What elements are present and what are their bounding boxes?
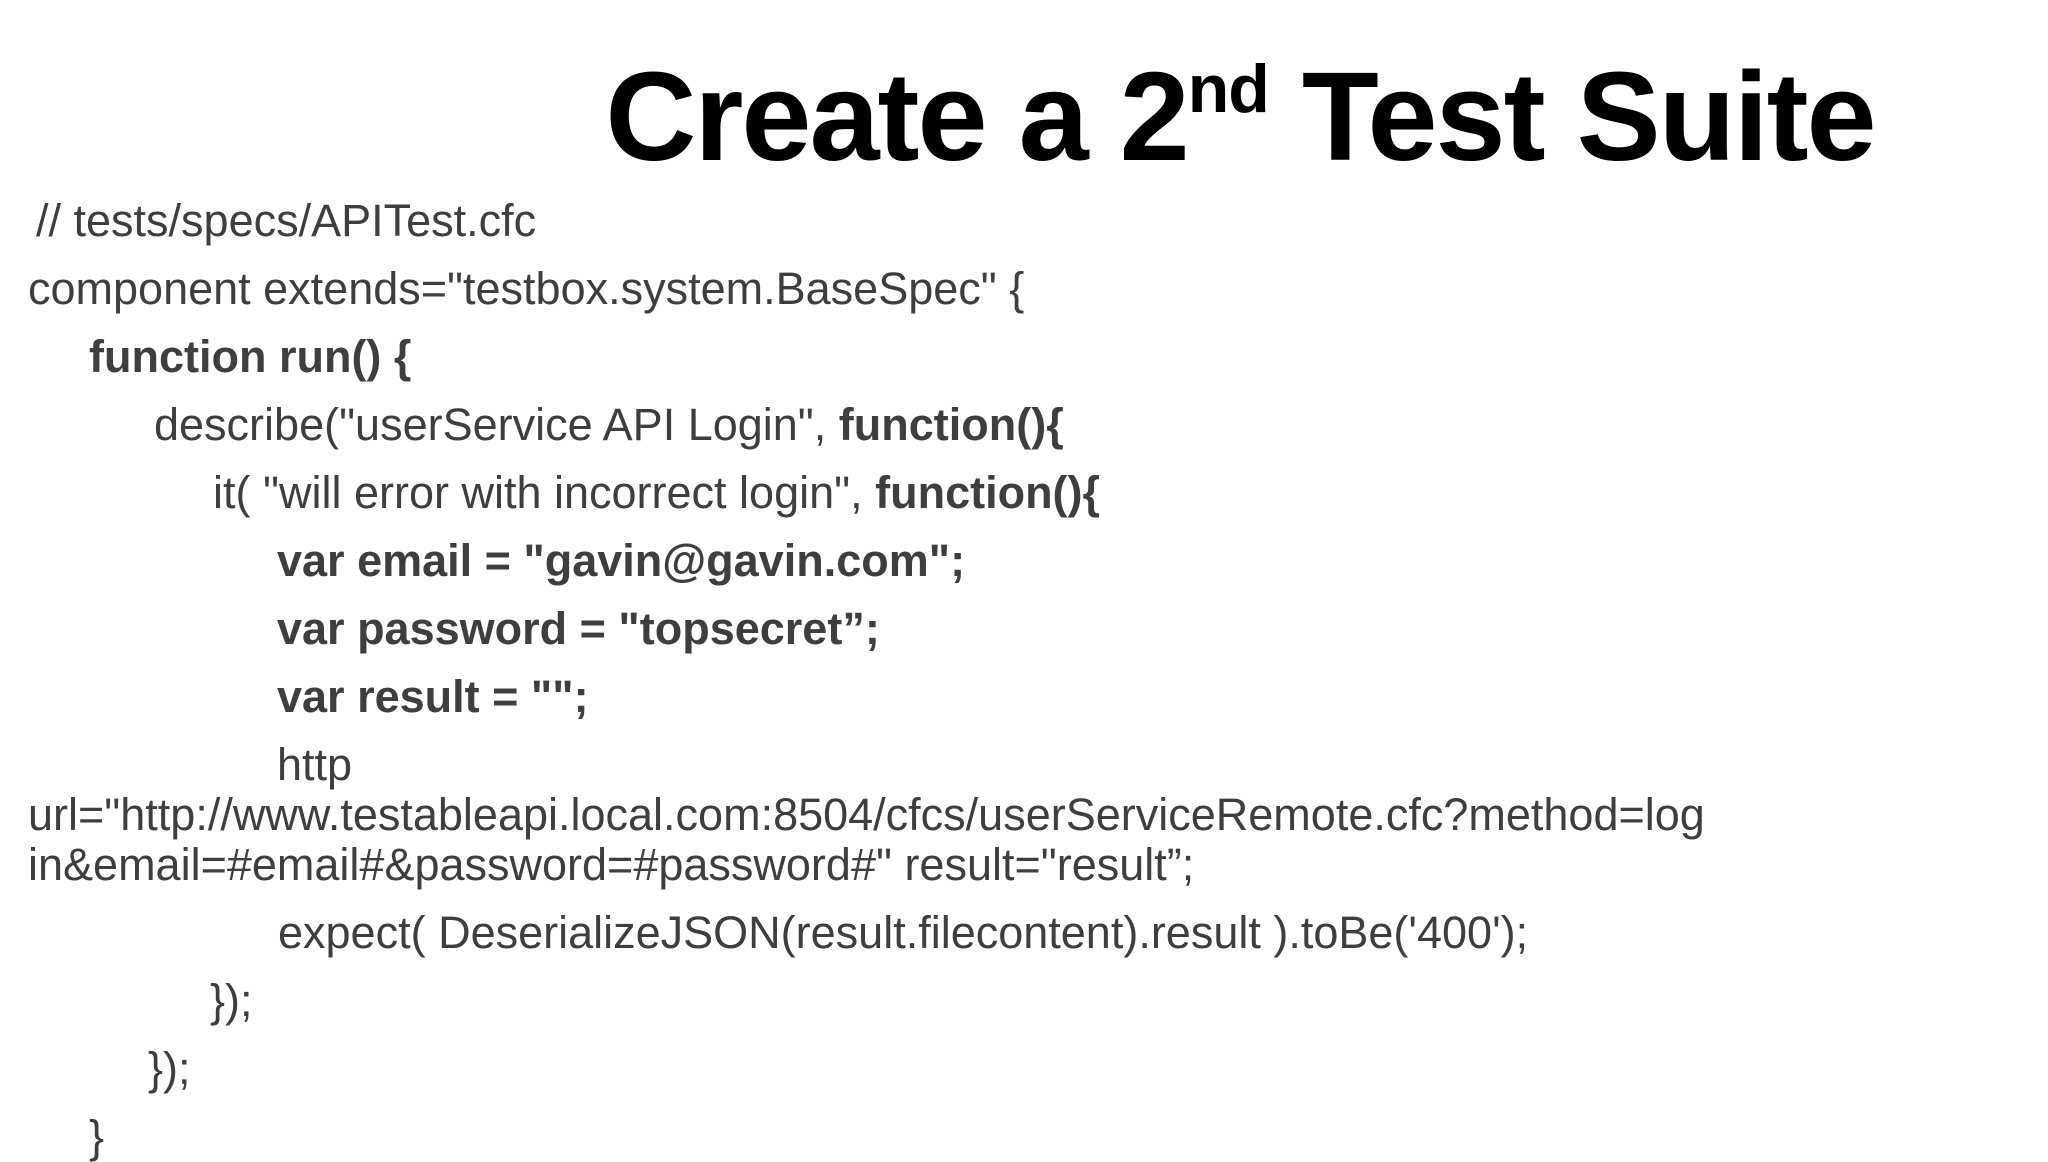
title-superscript: nd	[1187, 51, 1270, 127]
code-segment: component extends="testbox.system.BaseSp…	[28, 263, 1025, 314]
code-segment-bold: function(){	[838, 399, 1064, 450]
title-suffix: Test Suite	[1268, 46, 1877, 187]
code-segment: describe("userService API Login",	[154, 399, 839, 450]
code-line: component extends="testbox.system.BaseSp…	[0, 264, 2048, 314]
code-line: });	[0, 1044, 2048, 1094]
slide-title: Create a 2nd Test Suite	[420, 51, 2048, 200]
code-line: var email = "gavin@gavin.com";	[0, 536, 2048, 586]
code-line: describe("userService API Login", functi…	[0, 400, 2048, 450]
code-line: var password = "topsecret”;	[0, 604, 2048, 654]
code-segment: it( "will error with incorrect login",	[213, 467, 876, 518]
code-segment: }	[89, 1111, 105, 1162]
code-line: function run() {	[0, 332, 2048, 382]
code-segment-bold: function run() {	[89, 331, 412, 382]
title-prefix: Create a 2	[605, 46, 1189, 187]
code-segment-bold: var result = "";	[277, 671, 589, 722]
code-line: expect( DeserializeJSON(result.fileconte…	[0, 908, 2048, 958]
code-segment: // tests/specs/APITest.cfc	[36, 195, 537, 246]
code-segment-bold: function(){	[875, 467, 1101, 518]
code-line: }	[0, 1112, 2048, 1162]
code-line: in&email=#email#&password=#password#" re…	[0, 840, 2048, 890]
code-segment: expect( DeserializeJSON(result.fileconte…	[278, 907, 1529, 958]
code-segment: });	[210, 975, 253, 1026]
code-line: http	[0, 740, 2048, 790]
code-line: url="http://www.testableapi.local.com:85…	[0, 790, 2048, 840]
code-segment: http	[277, 739, 353, 790]
code-line: var result = "";	[0, 672, 2048, 722]
code-line: it( "will error with incorrect login", f…	[0, 468, 2048, 518]
title-area: Create a 2nd Test Suite	[420, 51, 2048, 200]
code-segment-bold: var email = "gavin@gavin.com";	[277, 535, 966, 586]
code-segment-bold: var password = "topsecret”;	[277, 603, 880, 654]
code-segment: });	[148, 1043, 191, 1094]
code-segment: url="http://www.testableapi.local.com:85…	[28, 789, 1705, 840]
code-block: // tests/specs/APITest.cfc component exte…	[0, 196, 2048, 1162]
code-line: });	[0, 976, 2048, 1026]
code-segment: in&email=#email#&password=#password#" re…	[28, 839, 1195, 890]
code-line: // tests/specs/APITest.cfc	[0, 196, 2048, 246]
